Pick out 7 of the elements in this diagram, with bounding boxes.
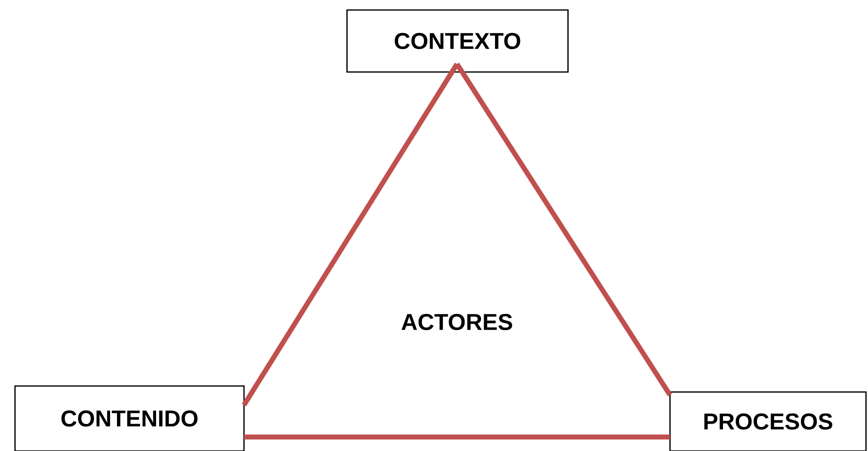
triangle-side xyxy=(244,434,670,440)
label-box: CONTEXTO xyxy=(346,9,569,73)
center-label: ACTORES xyxy=(402,314,512,330)
triangle-side xyxy=(454,62,672,396)
triangle-side xyxy=(242,62,460,406)
label-box: CONTENIDO xyxy=(14,385,245,451)
label-box: PROCESOS xyxy=(669,391,867,451)
